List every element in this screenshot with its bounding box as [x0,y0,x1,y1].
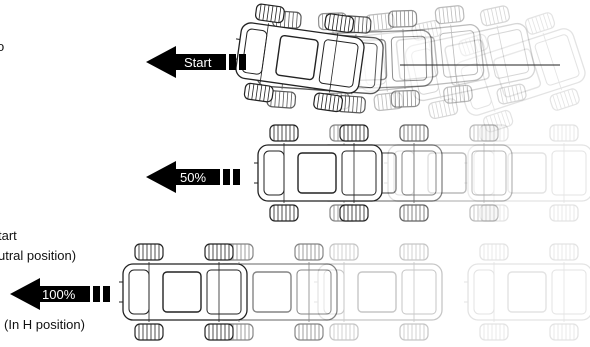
arrow-hundred: 100% [10,278,110,310]
row-start-vehicles [228,1,590,138]
row-hundred-vehicles [119,244,590,340]
arrow-fifty-label: 50% [180,170,206,185]
arrow-start: Start [146,46,246,78]
arrow-start-label: Start [184,55,212,70]
arrow-hundred-label: 100% [42,287,76,302]
arrow-fifty: 50% [146,161,240,193]
row-fifty-vehicles [254,125,590,221]
